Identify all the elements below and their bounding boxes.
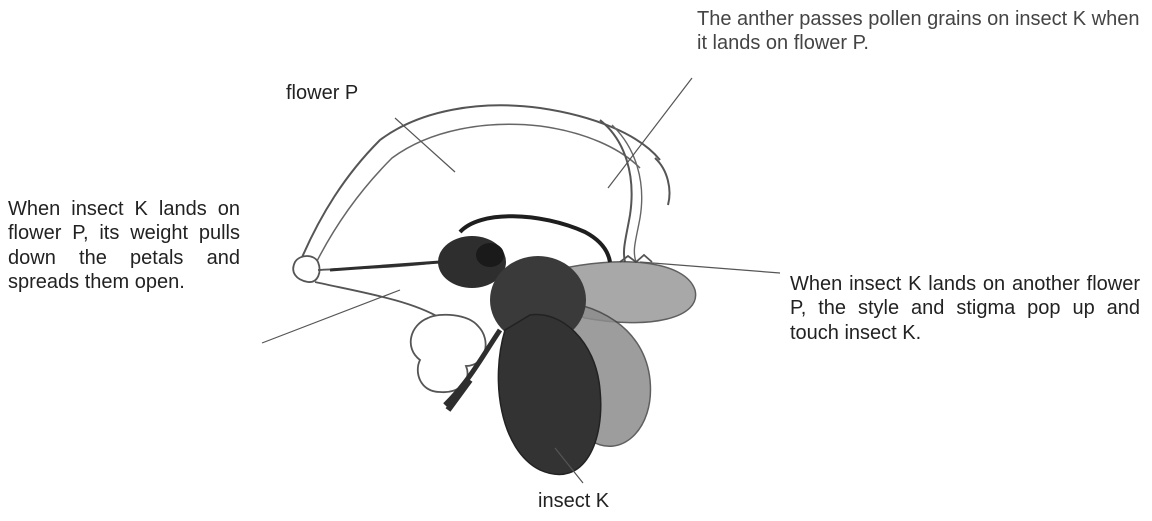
leader-anther <box>608 78 692 188</box>
insect-label: insect K <box>538 489 609 513</box>
flower-petal-curl <box>655 158 669 205</box>
petals-note: When insect K lands on flower P, its wei… <box>8 197 240 295</box>
leader-flower <box>395 118 455 172</box>
insect-proboscis <box>330 262 440 270</box>
flower-head <box>293 256 319 282</box>
flower-label: flower P <box>286 81 358 105</box>
style-note: When insect K lands on another flower P,… <box>790 272 1140 345</box>
leader-petals <box>262 290 400 343</box>
anther-note: The anther passes pollen grains on insec… <box>697 7 1147 56</box>
insect-body <box>330 216 696 474</box>
style-arc <box>600 120 632 262</box>
flower-lower-lobes <box>411 315 486 392</box>
flower-lower-petal <box>315 282 440 318</box>
style-arc-inner <box>612 125 642 262</box>
insect-eye <box>476 243 504 267</box>
